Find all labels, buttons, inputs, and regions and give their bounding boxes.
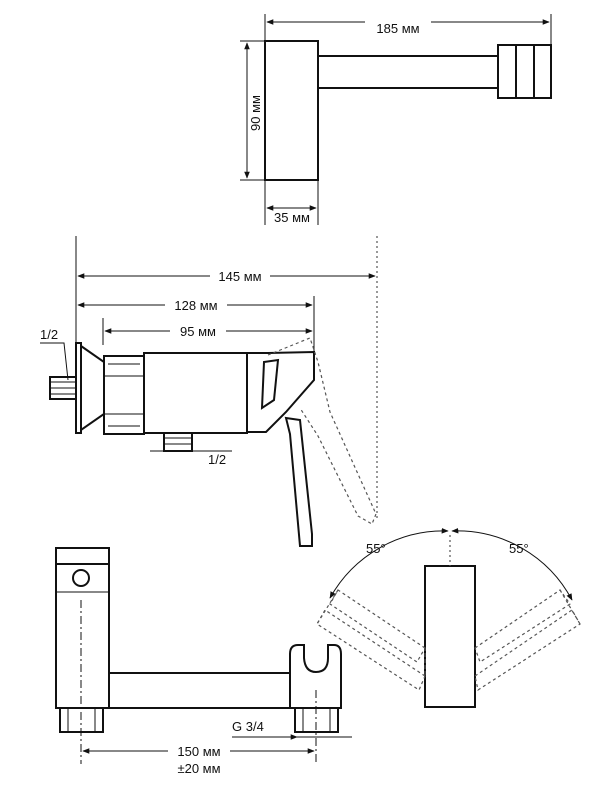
label-tolerance: ±20 мм	[177, 761, 220, 776]
label-145: 145 мм	[218, 269, 261, 284]
side-view: 145 мм 128 мм 95 мм 1/2	[40, 236, 378, 547]
label-angle-right: 55°	[509, 541, 529, 556]
lever-pivot	[72, 569, 90, 587]
top-view: 185 мм 90 мм 35 мм	[240, 14, 552, 225]
angle-arc-right	[451, 527, 573, 601]
top-nut-right	[533, 44, 552, 99]
top-nut-left	[497, 44, 517, 99]
label-90: 90 мм	[248, 95, 263, 131]
label-185: 185 мм	[376, 21, 419, 36]
outlet-nipple	[163, 432, 193, 452]
label-150: 150 мм	[177, 744, 220, 759]
front-view: G 3/4 150 мм ±20 мм	[55, 547, 352, 776]
lever-handle	[284, 416, 313, 547]
lever-right-position	[474, 589, 571, 663]
lever-rotated-outline	[267, 337, 377, 525]
label-128: 128 мм	[174, 298, 217, 313]
label-outlet-thread: 1/2	[208, 452, 226, 467]
label-inlet-thread: 1/2	[40, 327, 58, 342]
label-95: 95 мм	[180, 324, 216, 339]
mixer-body	[143, 352, 248, 434]
lever-base	[246, 350, 315, 433]
lever-center-position	[424, 565, 476, 708]
hex-nut	[103, 355, 145, 435]
label-connection-thread: G 3/4	[232, 719, 264, 734]
angle-arc-left	[329, 527, 449, 599]
lever-left-position-1	[329, 589, 426, 663]
label-35: 35 мм	[274, 210, 310, 225]
top-body-block	[264, 40, 319, 181]
label-angle-left: 55°	[366, 541, 386, 556]
shower-holder	[289, 644, 342, 709]
front-body-block	[55, 547, 110, 709]
rotation-view: 55° 55°	[316, 527, 581, 708]
